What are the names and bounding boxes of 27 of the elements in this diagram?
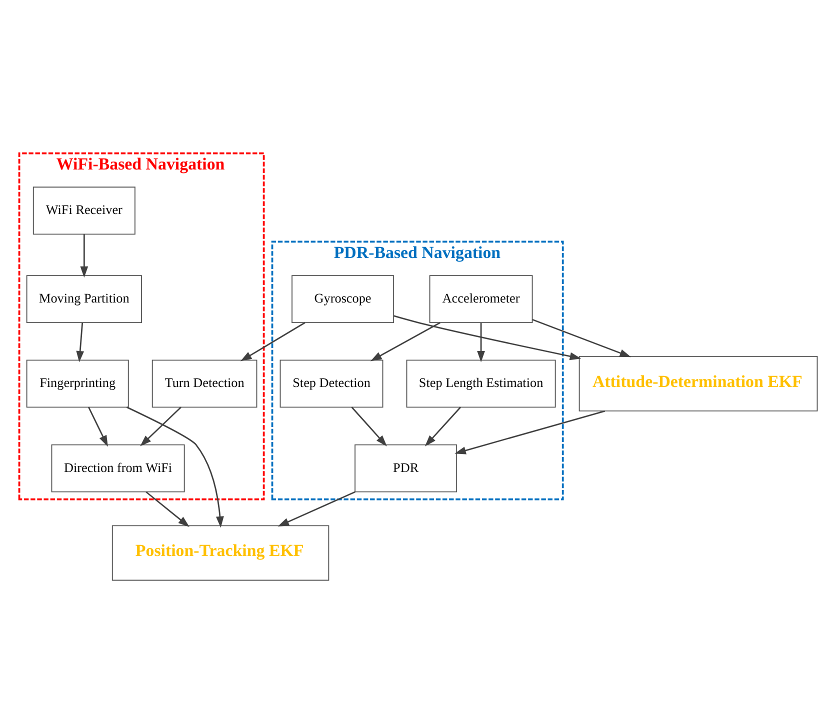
arrow bbox=[146, 490, 190, 526]
arrow bbox=[351, 406, 387, 446]
node-box: Attitude-Determination EKF bbox=[578, 355, 818, 411]
node-box: Moving Partition bbox=[26, 274, 142, 323]
arrow bbox=[140, 406, 182, 446]
arrow bbox=[126, 406, 224, 528]
arrow bbox=[370, 322, 441, 361]
arrow bbox=[424, 406, 461, 446]
node-box: Turn Detection bbox=[152, 359, 258, 408]
node-box: Step Length Estimation bbox=[406, 359, 556, 408]
node-box: Step Detection bbox=[280, 359, 384, 408]
arrow bbox=[477, 322, 485, 362]
node-box: Position-Tracking EKF bbox=[112, 524, 330, 580]
arrow bbox=[240, 322, 306, 361]
node-box: Direction from WiFi bbox=[51, 444, 185, 492]
arrow bbox=[80, 234, 88, 278]
arrow bbox=[278, 490, 356, 526]
node-box: WiFi Receiver bbox=[32, 186, 136, 234]
node-box: Accelerometer bbox=[429, 274, 533, 323]
node-box: PDR bbox=[354, 444, 458, 492]
node-box: Fingerprinting bbox=[26, 359, 129, 408]
arrow bbox=[454, 410, 606, 454]
arrow bbox=[76, 322, 84, 362]
node-box: Gyroscope bbox=[292, 274, 394, 323]
arrow bbox=[88, 406, 108, 446]
arrow bbox=[532, 318, 632, 357]
arrow bbox=[393, 314, 582, 360]
